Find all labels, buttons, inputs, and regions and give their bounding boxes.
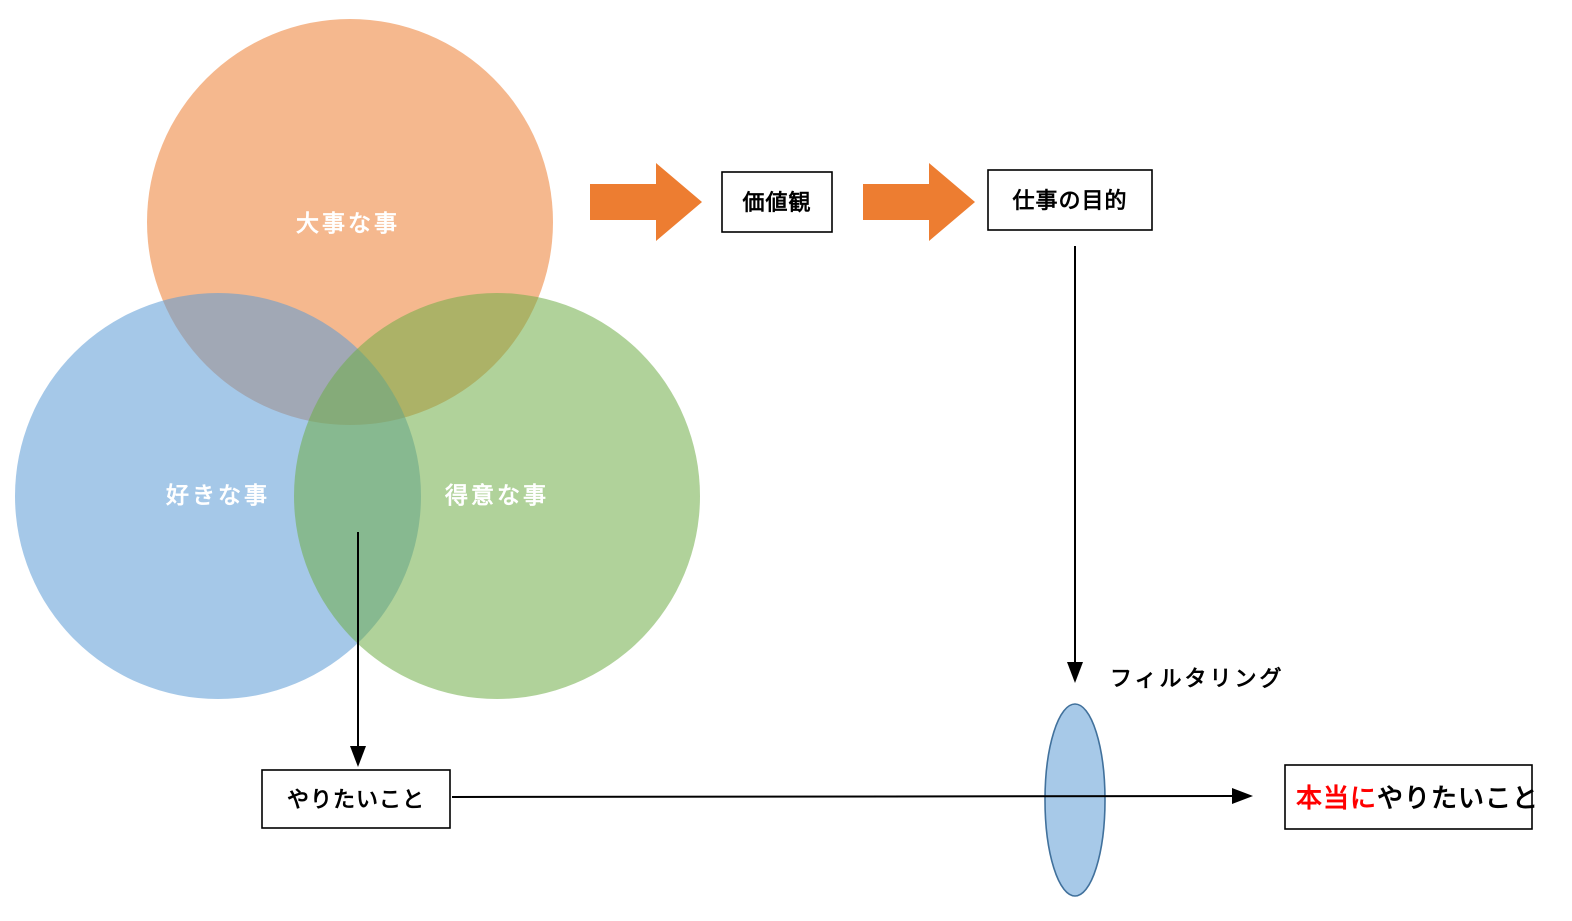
venn-circle-good-at bbox=[294, 293, 700, 699]
venn-label-like: 好きな事 bbox=[165, 482, 270, 508]
arrow-want-to-result-line bbox=[451, 795, 1235, 798]
result-label-emphasis: 本当に bbox=[1296, 783, 1377, 813]
values-box bbox=[721, 171, 833, 233]
arrow-want-to-result-head bbox=[1232, 788, 1253, 804]
venn-label-important: 大事な事 bbox=[296, 210, 400, 236]
venn-label-good-at: 得意な事 bbox=[444, 482, 549, 508]
result-label: 本当にやりたいこと bbox=[1296, 783, 1539, 813]
arrow-purpose-to-filter-head bbox=[1067, 662, 1083, 683]
want-box bbox=[261, 769, 451, 829]
work-purpose-box-label: 仕事の目的 bbox=[1011, 188, 1127, 213]
values-box-label: 価値観 bbox=[741, 190, 811, 215]
result-box bbox=[1284, 764, 1533, 830]
result-label-rest: やりたいこと bbox=[1377, 783, 1539, 813]
arrow-venn-to-want-head bbox=[350, 746, 366, 767]
want-box-label: やりたいこと bbox=[287, 787, 425, 812]
work-purpose-box bbox=[987, 169, 1153, 231]
venn-circle-like bbox=[15, 293, 421, 699]
filter-lens bbox=[1044, 703, 1106, 897]
block-arrow-to-purpose bbox=[863, 163, 975, 241]
block-arrow-to-values bbox=[590, 163, 702, 241]
filtering-label: フィルタリング bbox=[1110, 666, 1285, 691]
